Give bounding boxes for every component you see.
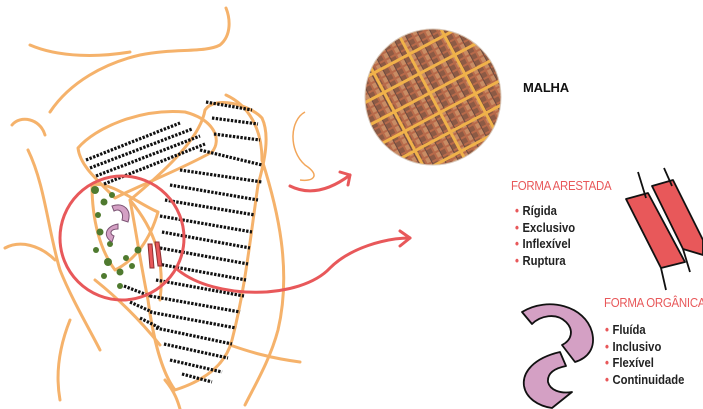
list-item: Inclusivo: [605, 339, 684, 356]
road-top-left: [30, 45, 130, 55]
road-right: [245, 160, 284, 405]
malha-label: MALHA: [523, 80, 569, 95]
road-left-curve: [12, 119, 45, 135]
arrow-to-malha: [290, 175, 350, 191]
organic-mini-icon: [106, 205, 129, 242]
list-item: Rígida: [515, 203, 575, 220]
orange-loop: [293, 112, 314, 180]
list-item: Continuidade: [605, 372, 684, 389]
road-top: [50, 8, 229, 112]
road-left-branch: [5, 244, 55, 260]
list-item: Exclusivo: [515, 220, 575, 237]
organic-form-icon: [522, 304, 593, 408]
forma-arestada-title: FORMA ARESTADA: [511, 178, 611, 193]
list-item: Fluída: [605, 322, 684, 339]
forma-organica-list: Fluída Inclusivo Flexível Continuidade: [605, 322, 693, 388]
road-lower-right: [230, 345, 300, 362]
angular-mini-icon: [148, 242, 162, 268]
arrow-to-forms: [178, 238, 410, 292]
list-item: Flexível: [605, 355, 684, 372]
list-item: Inflexível: [515, 236, 575, 253]
arrows: [178, 172, 410, 292]
forma-arestada-list: Rígida Exclusivo Inflexível Ruptura: [515, 203, 582, 269]
list-item: Ruptura: [515, 253, 575, 270]
forma-organica-title: FORMA ORGÂNICA: [604, 295, 703, 310]
angular-form-icon: [626, 168, 703, 290]
site-plan: [5, 8, 300, 409]
road-left-bottom: [58, 320, 70, 400]
